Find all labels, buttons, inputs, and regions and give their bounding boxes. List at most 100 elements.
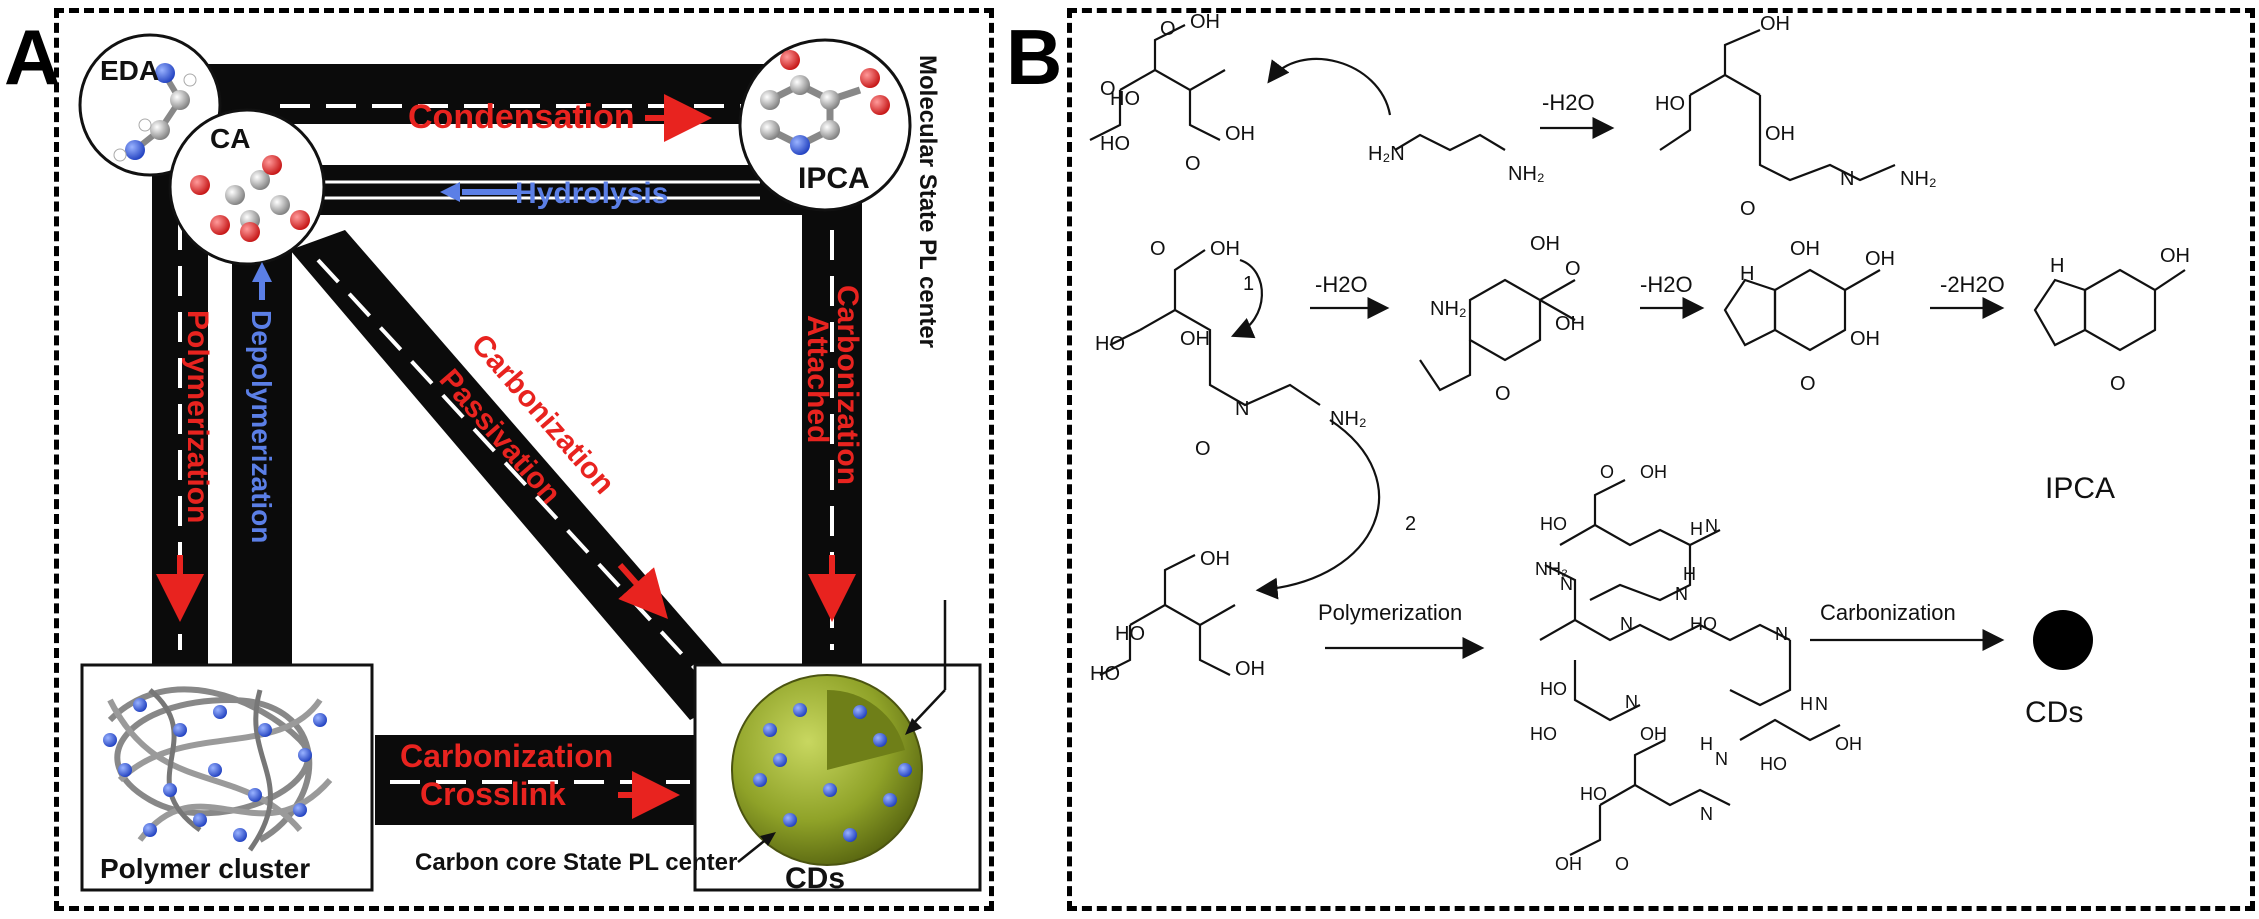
svg-text:O: O (1615, 854, 1629, 874)
panel-a-letter: A (4, 13, 61, 101)
svg-text:N: N (1235, 398, 1249, 420)
svg-text:OH: OH (1865, 248, 1895, 270)
panel-b-letter: B (1006, 13, 1063, 101)
svg-text:OH: OH (1200, 548, 1230, 570)
row2-amide: HO OH OH N NH₂ O O (1095, 238, 1367, 460)
svg-text:OH: OH (1210, 238, 1240, 260)
svg-text:OH: OH (1640, 462, 1667, 482)
svg-text:N: N (1700, 804, 1713, 824)
row2-minus-h2o-1: -H2O (1315, 272, 1368, 297)
svg-text:OH: OH (1835, 734, 1862, 754)
svg-text:OH: OH (1225, 123, 1255, 145)
svg-text:OH: OH (1760, 13, 1790, 35)
row3-carbonization-label: Carbonization (1820, 600, 1956, 625)
svg-text:OH: OH (1850, 328, 1880, 350)
svg-text:NH₂: NH₂ (1330, 408, 1367, 430)
svg-text:N: N (1775, 624, 1788, 644)
row1-minus-h2o: -H2O (1542, 90, 1595, 115)
svg-text:H: H (1800, 694, 1813, 714)
svg-text:OH: OH (2160, 245, 2190, 267)
svg-text:OH: OH (1190, 11, 1220, 33)
cds-dot (2033, 610, 2093, 670)
svg-text:HO: HO (1540, 679, 1567, 699)
svg-text:HO: HO (1530, 724, 1557, 744)
svg-text:NH₂: NH₂ (1900, 168, 1937, 190)
svg-text:N: N (1620, 614, 1633, 634)
row1-amide-product: HO OH OH N NH₂ O (1655, 13, 1937, 220)
node-ipca (738, 38, 912, 212)
svg-text:O: O (1600, 462, 1614, 482)
svg-text:NH₂: NH₂ (1508, 163, 1545, 185)
svg-text:N: N (1675, 584, 1688, 604)
svg-text:OH: OH (1640, 724, 1667, 744)
svg-text:O: O (1160, 18, 1176, 40)
svg-text:HO: HO (1655, 93, 1685, 115)
svg-text:N: N (1705, 516, 1718, 536)
row1-attack-arrow (1267, 57, 1392, 116)
svg-text:OH: OH (1790, 238, 1820, 260)
svg-text:OH: OH (1530, 233, 1560, 255)
edge-carbonization-crosslink-label-1: Carbonization (400, 738, 613, 774)
svg-text:O: O (1495, 383, 1511, 405)
svg-text:H: H (2050, 255, 2064, 277)
edge-depolymerization-label: Depolymerization (246, 310, 277, 543)
svg-text:O: O (1800, 373, 1816, 395)
node-polymer-cluster (80, 663, 374, 892)
svg-text:H: H (1683, 564, 1696, 584)
svg-text:O: O (1150, 238, 1166, 260)
svg-text:O: O (1100, 78, 1116, 100)
svg-text:H: H (1690, 519, 1703, 539)
node-ca-label: CA (210, 123, 250, 154)
svg-text:HO: HO (1090, 663, 1120, 685)
svg-text:HO: HO (1100, 133, 1130, 155)
edge-polymerization-label: Polymerization (181, 310, 214, 523)
svg-text:O: O (2110, 373, 2126, 395)
edge-carbonization-attached-label-1: Carbonization (831, 285, 864, 485)
row2-imide: NH₂ O OH O OH (1419, 233, 1585, 405)
edge-hydrolysis-label: Hydrolysis (515, 177, 668, 210)
svg-text:H: H (1740, 263, 1754, 285)
edge-depolymerization-arrow (252, 262, 272, 282)
svg-text:N: N (1840, 168, 1854, 190)
svg-text:OH: OH (1235, 658, 1265, 680)
svg-text:O: O (1740, 198, 1756, 220)
svg-text:OH: OH (1180, 328, 1210, 350)
svg-text:HO: HO (1110, 88, 1140, 110)
svg-text:O: O (1185, 153, 1201, 175)
svg-text:HO: HO (1690, 614, 1717, 634)
svg-text:OH: OH (1765, 123, 1795, 145)
svg-text:H: H (1700, 734, 1713, 754)
edge-carbonization-attached-label-2: Attached (801, 315, 834, 443)
svg-text:N: N (1815, 694, 1828, 714)
row3-citric-acid: HO OH HO OH (1090, 548, 1265, 685)
ipca-structure: OH H O (2033, 245, 2190, 395)
row3-polymerization-label: Polymerization (1318, 600, 1462, 625)
annotation-carbon-core-state: Carbon core State PL center (415, 849, 737, 876)
node-polymer-label: Polymer cluster (100, 853, 310, 884)
cds-product-label: CDs (2025, 696, 2083, 729)
svg-text:NH₂: NH₂ (1535, 559, 1568, 579)
row2-bicyclic: OH OH OH O H (1723, 238, 1895, 395)
panel-b-frame (1067, 8, 2255, 911)
svg-text:NH₂: NH₂ (1430, 298, 1467, 320)
edge-condensation-label: Condensation (408, 98, 635, 136)
svg-text:HO: HO (1580, 784, 1607, 804)
row1-citric-acid: HO OH HO OH O O O (1089, 11, 1255, 175)
node-cds-label: CDs (785, 862, 845, 895)
svg-text:OH: OH (1555, 854, 1582, 874)
svg-text:HO: HO (1540, 514, 1567, 534)
panel-a-frame (54, 8, 994, 911)
svg-text:N: N (1715, 749, 1728, 769)
svg-text:H₂N: H₂N (1368, 143, 1405, 165)
annotation-molecular-state: Molecular State PL center (914, 55, 941, 348)
svg-text:O: O (1195, 438, 1211, 460)
ipca-product-label: IPCA (2045, 472, 2115, 505)
edge-carbonization-passivation-arrow (617, 563, 668, 619)
row3-attack-arrow (1255, 419, 1381, 600)
node-ca (168, 108, 326, 266)
svg-text:HO: HO (1095, 333, 1125, 355)
svg-text:HO: HO (1760, 754, 1787, 774)
